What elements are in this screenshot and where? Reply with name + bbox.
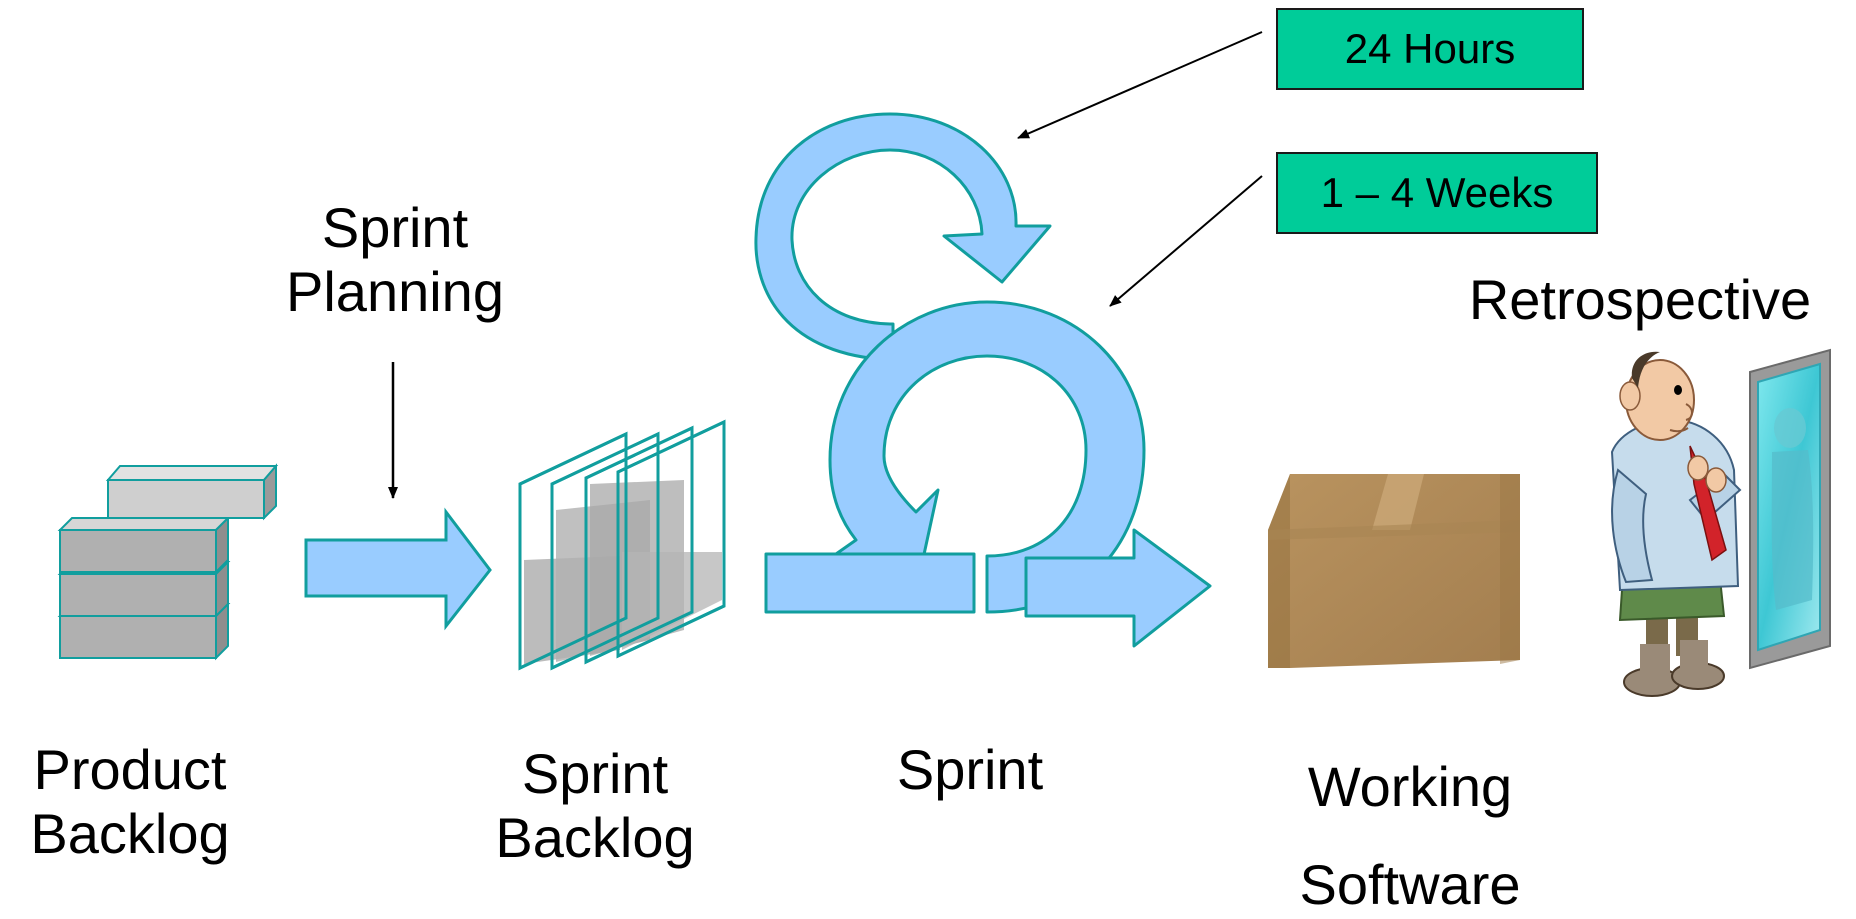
- working-software-label: Working Software: [1280, 738, 1540, 919]
- product-backlog-label: Product Backlog: [0, 738, 260, 867]
- sprint-backlog-label-line-2: Backlog: [495, 806, 695, 870]
- stacked-blocks-icon: [57, 463, 279, 661]
- retrospective-label: Retrospective: [1468, 268, 1812, 331]
- daily-loop-arrow: [754, 112, 1052, 362]
- sprint-backlog-label: Sprint Backlog: [465, 742, 725, 871]
- stacked-pages-icon: [518, 419, 726, 671]
- product-backlog-label-line-1: Product: [33, 738, 227, 801]
- product-backlog-label-line-2: Backlog: [30, 802, 230, 866]
- cycle-arrows-icon: [754, 112, 1212, 648]
- sprint-backlog-label-line-1: Sprint: [521, 742, 669, 805]
- sprint-label: Sprint: [896, 738, 1044, 801]
- sprint-length-callout: 1 – 4 Weeks: [1276, 152, 1598, 234]
- working-software-label-line-2: Software: [1299, 853, 1521, 916]
- sprint-planning-label-line-1: Sprint: [321, 196, 469, 259]
- sprint-planning-label-line-2: Planning: [286, 260, 504, 324]
- sprint-length-callout-pointer: [1109, 175, 1263, 307]
- working-software-label-line-1: Working: [1307, 755, 1513, 818]
- sprint-loop-arrow: [828, 300, 1146, 614]
- sprint-input-bar: [764, 552, 976, 614]
- man-at-mirror-icon: [1610, 348, 1831, 697]
- daily-callout-pointer: [1017, 31, 1263, 139]
- flow-arrow-1: [304, 507, 492, 631]
- sprint-planning-label: Sprint Planning: [270, 196, 520, 325]
- cardboard-box-icon: [1268, 474, 1520, 668]
- sprint-output-arrow: [1024, 528, 1212, 648]
- daily-callout: 24 Hours: [1276, 8, 1584, 90]
